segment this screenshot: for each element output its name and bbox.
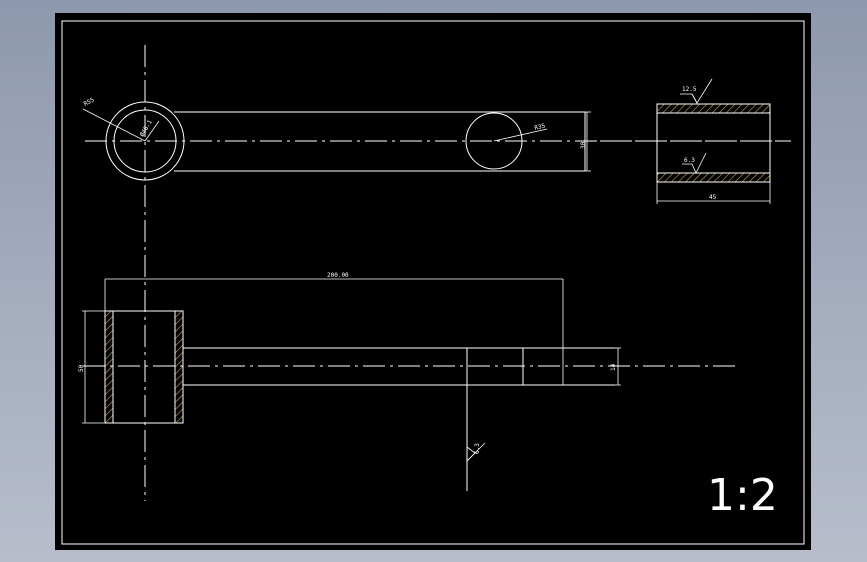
left-boss-outer: [105, 101, 185, 181]
left-bore-leader: [144, 120, 160, 142]
arm-thickness-label: 14: [610, 363, 617, 371]
left-radius-label: R55: [83, 96, 96, 107]
bottom-view: 200.00 50 14 6.3: [78, 272, 737, 491]
center-distance-label: 200.00: [327, 272, 349, 279]
bushing-section: 12.5 6.3 45: [600, 78, 791, 204]
technical-drawing: R55 Ø48.1 R35 30 12.5 6.3 45 200.: [61, 20, 805, 545]
scale-label: 1:2: [707, 470, 778, 521]
hub-height-label: 50: [78, 364, 85, 372]
bushing-length-label: 45: [709, 194, 717, 201]
roughness-inner-symbol: [682, 152, 707, 174]
bushing-hatch-top: [656, 103, 771, 114]
left-radius-leader: [82, 108, 146, 142]
left-bore-label: Ø48.1: [139, 119, 154, 138]
hub-hatch-left: [104, 310, 114, 424]
bushing-outline: [656, 103, 771, 183]
cad-viewport[interactable]: R55 Ø48.1 R35 30 12.5 6.3 45 200.: [55, 13, 811, 550]
roughness-outer-label: 12.5: [682, 86, 697, 93]
drawing-border: [61, 20, 805, 545]
hub-outline: [104, 310, 184, 424]
right-radius-leader: [493, 128, 548, 142]
top-view: R55 Ø48.1 R35 30: [83, 45, 785, 501]
roughness-bottom-label: 6.3: [474, 443, 481, 454]
left-boss-inner: [113, 109, 177, 173]
right-hole: [465, 112, 523, 170]
right-radius-label: R35: [534, 122, 547, 132]
hub-hatch-right: [174, 310, 184, 424]
roughness-bottom-leader: [466, 442, 486, 462]
arm-height-label: 30: [580, 141, 587, 149]
roughness-outer-tip: [691, 93, 698, 104]
bushing-hatch-bottom: [656, 172, 771, 183]
roughness-inner-label: 6.3: [684, 157, 695, 164]
